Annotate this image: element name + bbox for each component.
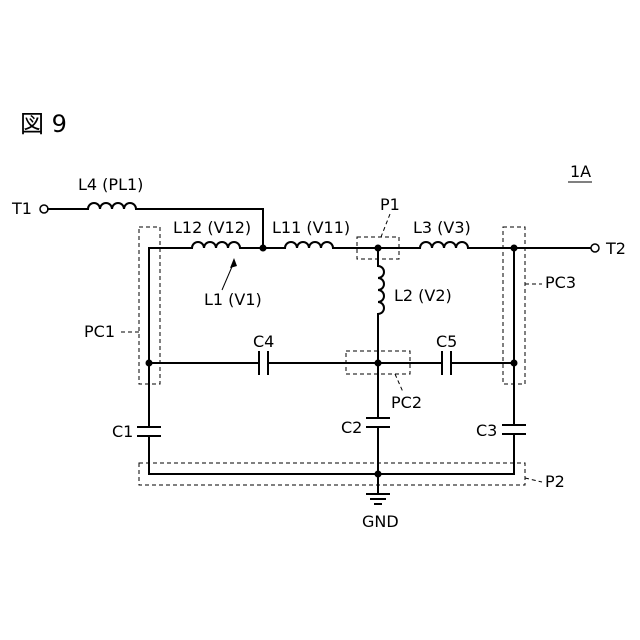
figure-title: 図 9	[20, 110, 67, 138]
capacitor-c1-label: C1	[112, 422, 133, 441]
capacitor-c5-label: C5	[436, 332, 457, 351]
terminal-t1-label: T1	[11, 199, 32, 218]
terminal-t1-icon	[40, 205, 48, 213]
region-p1-label: P1	[380, 195, 400, 214]
capacitor-c4-label: C4	[253, 332, 274, 351]
terminal-t2-label: T2	[605, 239, 626, 258]
capacitor-c3-label: C3	[476, 421, 497, 440]
region-p2-leader	[525, 478, 542, 482]
inductor-l4-label: L4 (PL1)	[78, 175, 143, 194]
node-pc3-mid	[511, 360, 518, 367]
terminal-t2-icon	[591, 244, 599, 252]
capacitor-c2-label: C2	[341, 418, 362, 437]
node-pc3-top	[511, 245, 518, 252]
inductor-l11-label: L11 (V11)	[272, 218, 350, 237]
inductor-l12	[192, 242, 240, 248]
figure-ref: 1A	[570, 162, 591, 181]
node-l4-junction	[260, 245, 267, 252]
inductor-l2-label: L2 (V2)	[394, 286, 452, 305]
region-pc2-leader	[395, 374, 403, 392]
inductor-l11	[285, 242, 333, 248]
region-p1-leader	[381, 214, 390, 237]
inductor-l3-label: L3 (V3)	[413, 218, 471, 237]
region-pc2-label: PC2	[391, 393, 422, 412]
ground-label: GND	[362, 512, 399, 531]
region-p2-label: P2	[545, 472, 565, 491]
inductor-l2	[378, 266, 384, 314]
inductor-l1-arrow-head	[230, 258, 237, 268]
inductor-l12-label: L12 (V12)	[173, 218, 251, 237]
node-pc2	[375, 360, 382, 367]
inductor-l3	[420, 242, 468, 248]
region-pc3-label: PC3	[545, 273, 576, 292]
inductor-l4	[88, 203, 136, 209]
inductor-l1-label: L1 (V1)	[204, 290, 262, 309]
region-pc1-label: PC1	[84, 322, 115, 341]
